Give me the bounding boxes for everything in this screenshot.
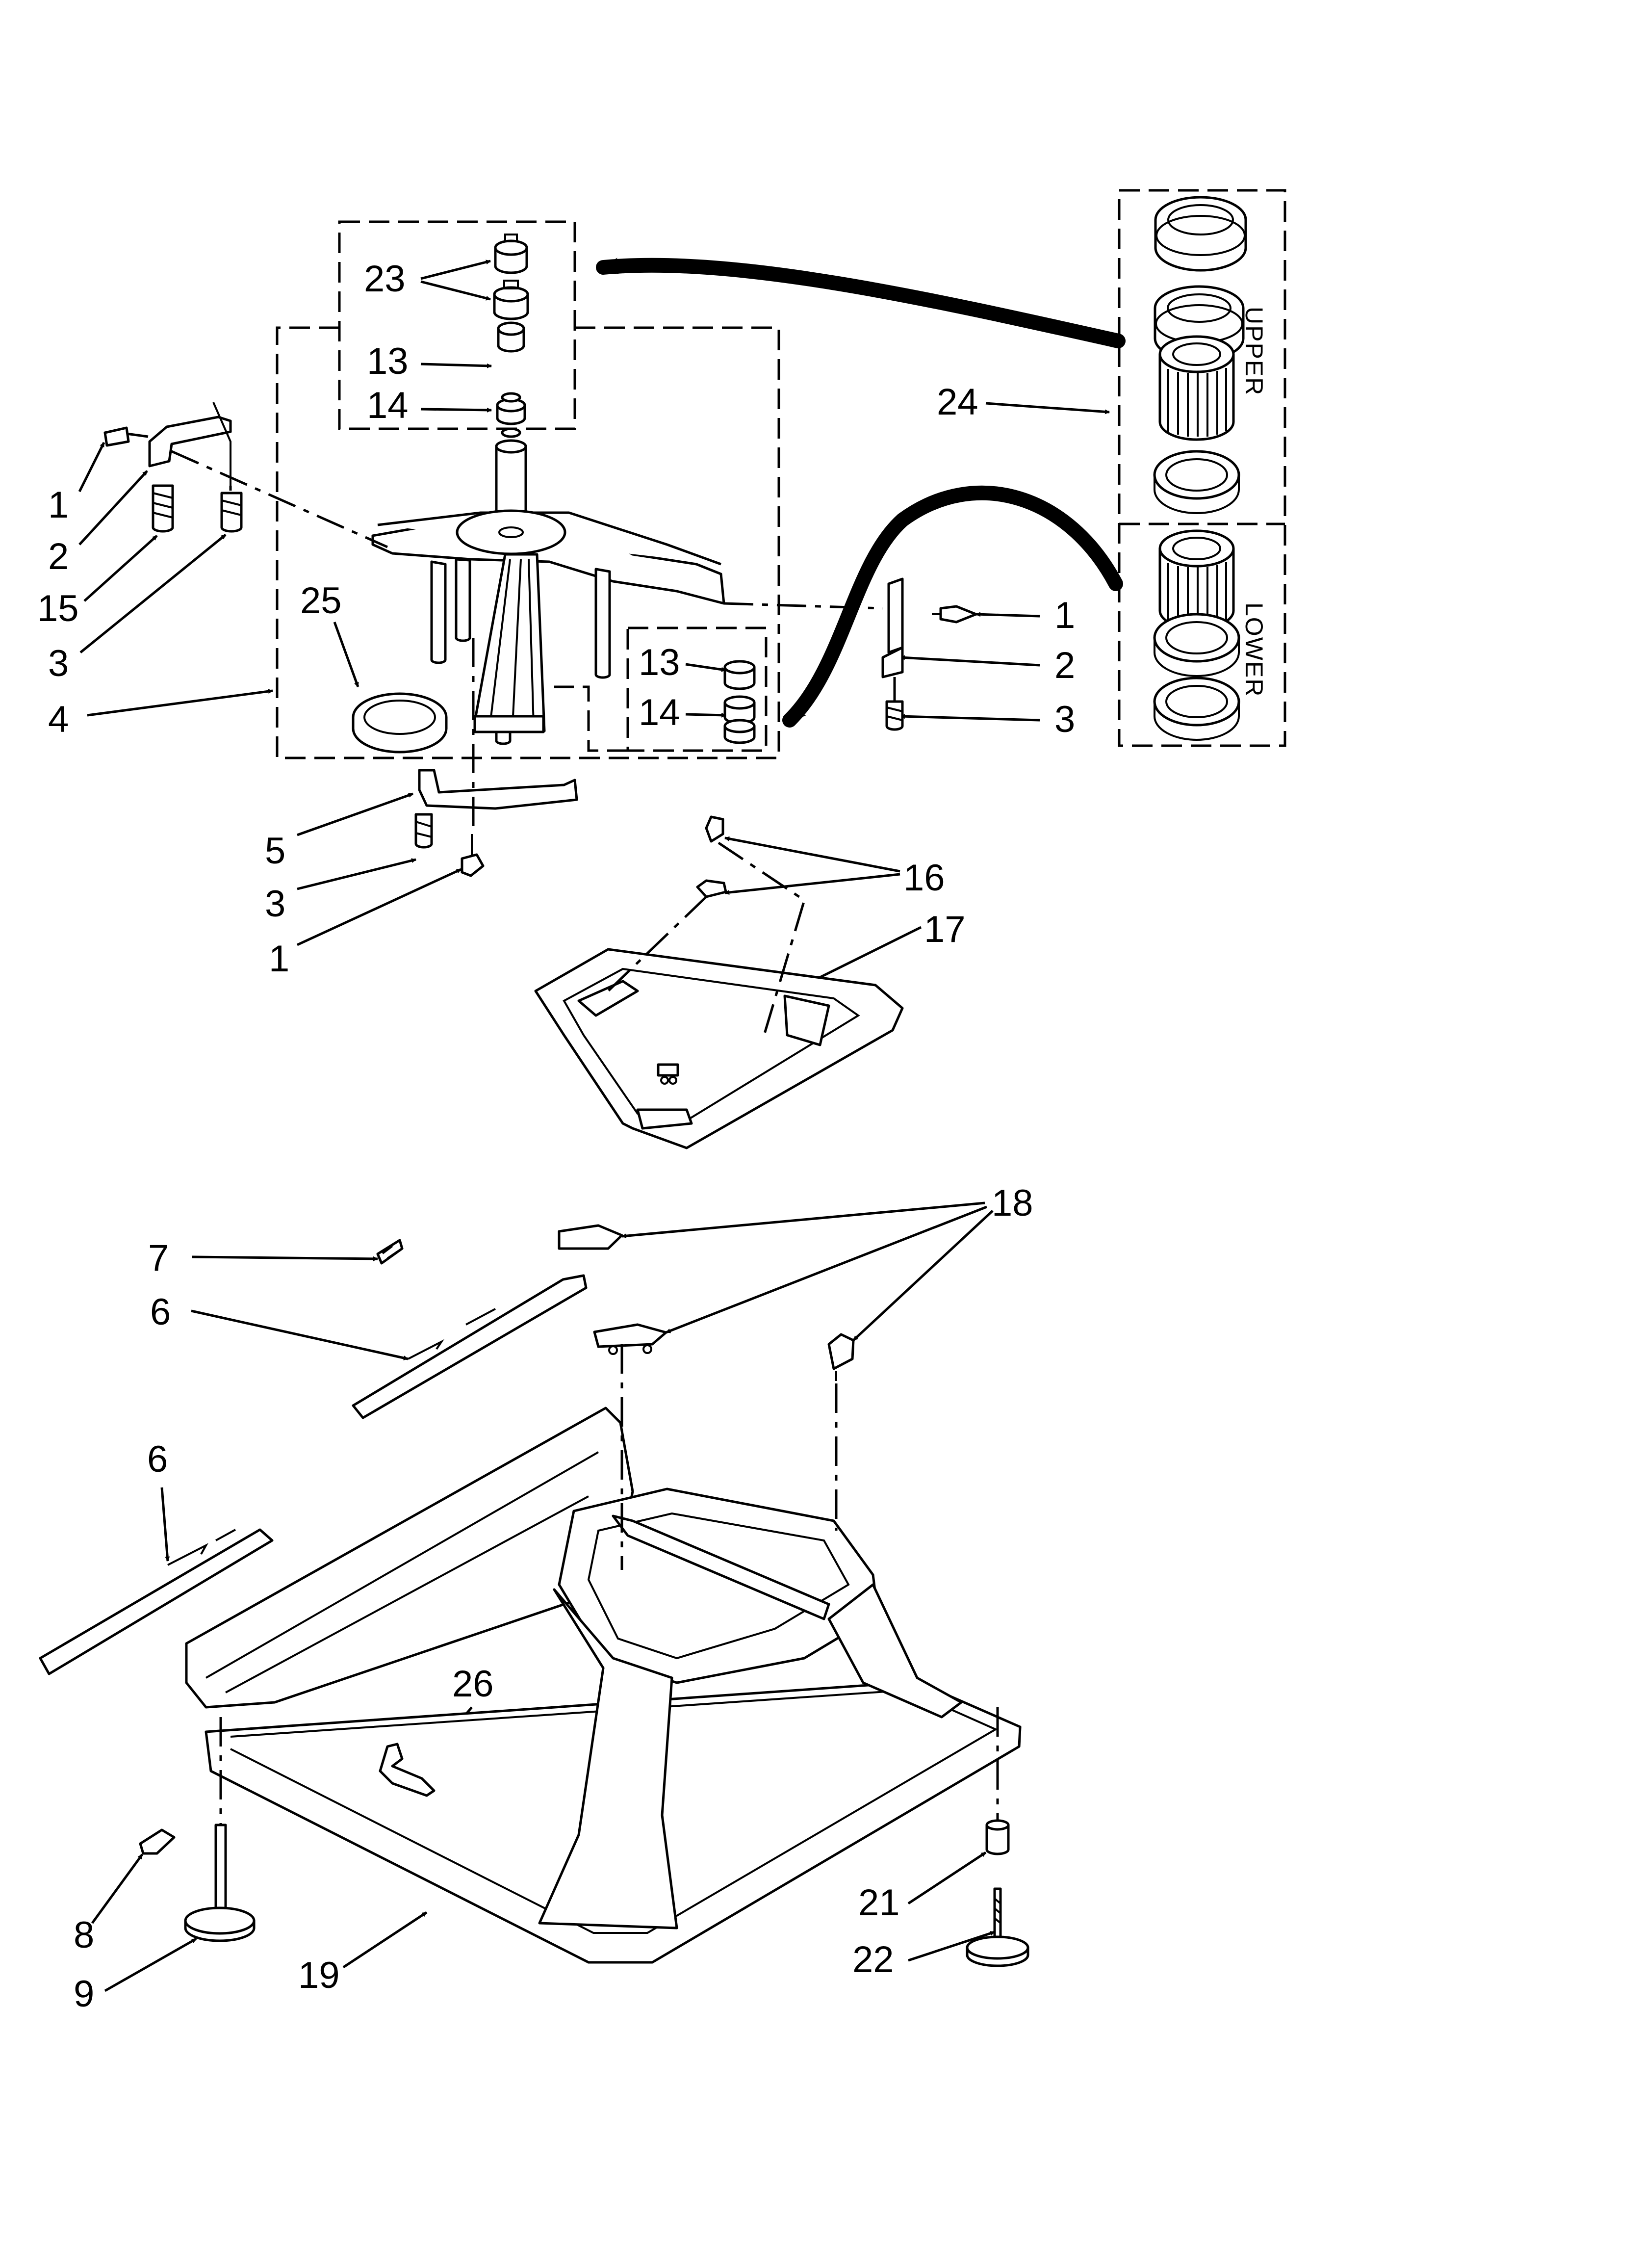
- callout-8: 8: [74, 1914, 94, 1956]
- callout-13-top: 13: [367, 340, 409, 382]
- leader-lines: [78, 260, 1110, 1992]
- snubber-seal: [352, 692, 448, 754]
- snubber-pads: [558, 1224, 855, 1381]
- callout-4: 4: [48, 699, 69, 740]
- group-boxes: UPPER LOWER: [276, 189, 1286, 759]
- suspension-mechanism: [371, 427, 725, 745]
- upper-bearing-ring-1: [1154, 196, 1247, 272]
- callout-21: 21: [858, 1882, 900, 1924]
- bearing-kit-box: [1118, 189, 1286, 747]
- lower-bracket-assembly: [414, 638, 578, 877]
- left-leg-assembly: [139, 1717, 256, 1942]
- kit-arrows: [596, 258, 1126, 728]
- hook-clip: [379, 1743, 436, 1797]
- upper-seal-ring: [1153, 450, 1240, 514]
- callout-2-left: 2: [48, 536, 69, 577]
- callout-6-upper: 6: [150, 1291, 171, 1333]
- callout-13-lower: 13: [639, 642, 680, 683]
- lower-bushing-stack: [723, 660, 756, 744]
- callout-2-right: 2: [1054, 645, 1075, 686]
- callout-19: 19: [298, 1955, 340, 1996]
- callout-25: 25: [300, 580, 342, 622]
- base-frame: [185, 1344, 1022, 1964]
- callout-7: 7: [148, 1237, 169, 1279]
- left-bracket-assembly: [103, 402, 388, 548]
- callout-15: 15: [37, 588, 79, 629]
- callout-1-left: 1: [48, 484, 69, 526]
- callout-14-top: 14: [367, 385, 409, 426]
- bearing-kit-parts: [1153, 196, 1247, 741]
- kit-label-lower: LOWER: [1240, 602, 1268, 697]
- spring-and-rails: [39, 1239, 588, 1675]
- callout-23: 23: [364, 258, 406, 300]
- callout-24: 24: [937, 381, 978, 423]
- upper-bushing-box: [338, 220, 576, 430]
- callout-16-top: 16: [903, 857, 945, 899]
- callout-9: 9: [74, 1973, 94, 2015]
- upper-bushing-stack: [493, 234, 529, 425]
- lower-seal-ring-2: [1153, 677, 1240, 741]
- lower-seal-ring-1: [1153, 613, 1240, 677]
- lower-bushing-box: [626, 626, 768, 752]
- right-leg-assembly: [966, 1707, 1029, 1967]
- callout-14-lower: 14: [639, 692, 680, 733]
- callout-6-lower: 6: [147, 1438, 168, 1480]
- callout-3-right: 3: [1054, 699, 1075, 740]
- callout-1-right: 1: [1054, 595, 1075, 636]
- callout-5: 5: [265, 830, 285, 872]
- callout-22: 22: [852, 1939, 894, 1981]
- callout-17: 17: [924, 909, 966, 950]
- callout-3-left: 3: [48, 643, 69, 684]
- mechanism-box: [276, 326, 780, 759]
- right-bracket-assembly: [723, 577, 977, 731]
- callout-18: 18: [992, 1182, 1033, 1224]
- top-frame: [534, 815, 904, 1149]
- callout-3-mid: 3: [265, 883, 285, 925]
- callout-26: 26: [452, 1663, 494, 1705]
- upper-gear-bushing: [1158, 335, 1235, 441]
- callout-1-mid: 1: [269, 938, 289, 980]
- kit-label-upper: UPPER: [1240, 307, 1268, 396]
